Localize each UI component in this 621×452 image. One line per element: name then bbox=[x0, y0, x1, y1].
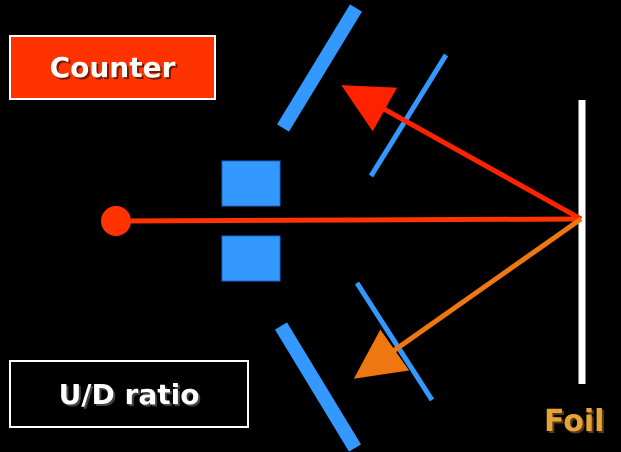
foil-label: Foil bbox=[544, 404, 605, 439]
counter-label: Counter bbox=[49, 51, 176, 84]
collimator-block-lower bbox=[221, 235, 281, 282]
ud-ratio-label-box: U/D ratio bbox=[9, 360, 249, 428]
upper-counter-paddle bbox=[277, 4, 362, 132]
lower-thin-detector bbox=[354, 281, 435, 402]
incident-beam bbox=[116, 216, 582, 224]
scattered-beam-down-arrow bbox=[353, 216, 583, 379]
beam-source bbox=[101, 206, 131, 236]
ud-ratio-label: U/D ratio bbox=[58, 377, 200, 411]
counter-label-box: Counter bbox=[9, 35, 216, 100]
collimator-block-upper bbox=[221, 160, 281, 207]
lower-counter-paddle bbox=[275, 322, 361, 452]
upper-thin-detector bbox=[368, 53, 449, 178]
scattered-beam-up-arrow bbox=[341, 85, 583, 222]
